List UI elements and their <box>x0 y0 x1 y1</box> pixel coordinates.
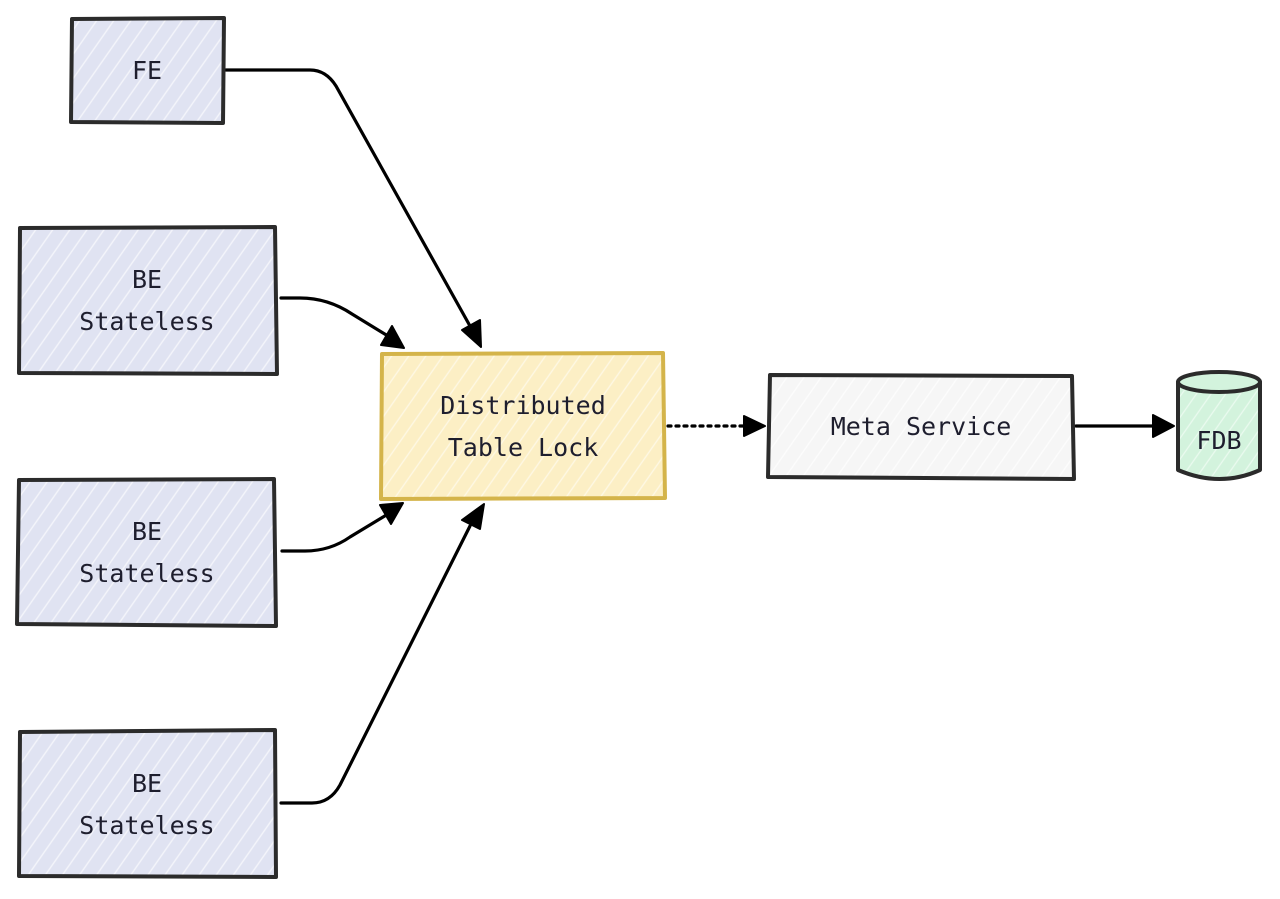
node-be2-label-line2: Stateless <box>79 559 214 588</box>
node-be-stateless-2: BE Stateless <box>15 477 278 628</box>
node-fdb-label: FDB <box>1196 426 1241 455</box>
arrowhead-icon <box>461 319 482 348</box>
edge-fe-to-lock <box>224 68 482 348</box>
node-fe: FE <box>69 16 226 125</box>
edge-be1-to-lock <box>279 296 405 349</box>
node-fdb-database: FDB <box>1176 370 1262 481</box>
node-meta-service: Meta Service <box>766 373 1076 481</box>
arrowhead-icon <box>379 502 404 525</box>
node-be3-label-line1: BE <box>132 769 162 798</box>
node-be3-label-line2: Stateless <box>79 811 214 840</box>
arrowhead-icon <box>1152 414 1175 438</box>
node-be2-label-line1: BE <box>132 517 162 546</box>
arrowhead-icon <box>461 503 485 530</box>
edge-be2-to-lock <box>280 502 404 553</box>
node-fe-label: FE <box>132 56 162 85</box>
node-be-stateless-3: BE Stateless <box>17 728 278 879</box>
edge-meta-to-fdb <box>1074 414 1175 438</box>
arrowhead-icon <box>743 415 766 437</box>
edge-lock-to-meta <box>666 415 766 437</box>
node-be-stateless-1: BE Stateless <box>17 225 279 376</box>
node-meta-label: Meta Service <box>831 412 1012 441</box>
database-cylinder-icon <box>1176 380 1262 481</box>
node-be1-label-line2: Stateless <box>79 307 214 336</box>
node-lock-label-line1: Distributed <box>440 391 606 420</box>
edge-be3-to-lock <box>279 503 485 805</box>
node-distributed-table-lock: Distributed Table Lock <box>379 351 667 501</box>
node-be1-label-line1: BE <box>132 265 162 294</box>
node-lock-label-line2: Table Lock <box>448 433 599 462</box>
arrowhead-icon <box>380 325 405 349</box>
